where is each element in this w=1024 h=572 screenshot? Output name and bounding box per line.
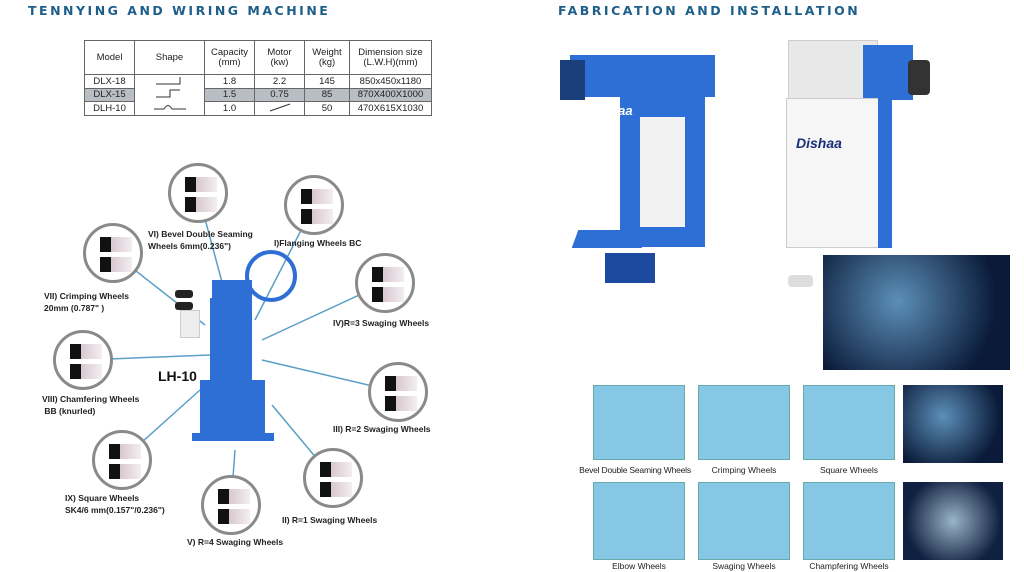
- wheel-label-r4: V) R=4 Swaging Wheels: [187, 537, 284, 547]
- wheel-closeup-photo-2: [903, 482, 1003, 560]
- spec-table: Model Shape Capacity (mm) Motor (kw) Wei…: [84, 40, 432, 116]
- wheels-set-photo: [823, 255, 1010, 370]
- table-row: DLX-15 1.5 0.75 85 870X400X1000: [84, 87, 432, 102]
- wheel-circle-r1: [303, 448, 363, 508]
- wheel-circle-r4: [201, 475, 261, 535]
- wheel-circle-r3: [355, 253, 415, 313]
- wheel-label-bevel: VI) Bevel Double Seaming Wheels 6mm(0.23…: [148, 229, 253, 251]
- wheel-circle-chamfering: [53, 330, 113, 390]
- right-section-title: FABRICATION AND INSTALLATION: [558, 3, 861, 18]
- caption-bevel: Bevel Double Seaming Wheels: [579, 465, 691, 475]
- wheel-closeup-photo-1: [903, 385, 1003, 463]
- wheel-label-chamfering: VIII) Chamfering Wheels BB (knurled): [42, 394, 140, 416]
- header-capacity: Capacity (mm): [204, 40, 255, 75]
- caption-champfering: Champfering Wheels: [809, 561, 889, 571]
- caption-elbow: Elbow Wheels: [612, 561, 666, 571]
- brand-logo: Dishaa: [590, 103, 633, 118]
- left-section-title: TENNYING AND WIRING MACHINE: [28, 3, 331, 18]
- wheel-label-flanging: I)Flanging Wheels BC: [274, 238, 362, 248]
- wheel-circle-flanging: [284, 175, 344, 235]
- caption-square: Square Wheels: [819, 465, 879, 475]
- motor-na-icon: [269, 103, 290, 111]
- diagram-crimping: [698, 385, 790, 460]
- shape-icon: [134, 88, 205, 101]
- wheel-label-r1: II) R=1 Swaging Wheels: [282, 515, 378, 525]
- wheel-label-crimping: VII) Crimping Wheels 20mm (0.787" ): [44, 291, 130, 313]
- wheel-circle-crimping: [83, 223, 143, 283]
- cell-dimension: 870X400X1000: [349, 87, 432, 102]
- caption-crimping: Crimping Wheels: [711, 465, 777, 475]
- machine-model-label: LH-10: [158, 368, 197, 384]
- diagram-elbow: [593, 482, 685, 560]
- header-shape: Shape: [134, 40, 205, 75]
- wheel-circle-r2: [368, 362, 428, 422]
- cell-weight: 50: [304, 100, 350, 116]
- cell-weight: 85: [304, 87, 350, 102]
- diagram-square: [803, 385, 895, 460]
- diagram-champfering: [803, 482, 895, 560]
- lh10-machine-image: [170, 250, 300, 450]
- machine-photo-2: Dishaa: [768, 20, 933, 290]
- table-row: DLH-10 1.0 50 470X615X1030: [84, 100, 432, 116]
- wheel-circle-bevel: [168, 163, 228, 223]
- brand-logo: Dishaa: [796, 135, 842, 151]
- wheel-label-r2: III) R=2 Swaging Wheels: [333, 424, 431, 434]
- header-weight: Weight (kg): [304, 40, 350, 75]
- machine-photo-1: Dishaa: [560, 45, 735, 290]
- cell-dimension: 470X615X1030: [349, 100, 432, 116]
- wheel-label-square: IX) Square Wheels SK4/6 mm(0.157"/0.236"…: [65, 493, 165, 515]
- wheel-label-r3: IV)R=3 Swaging Wheels: [333, 318, 430, 328]
- header-model: Model: [84, 40, 135, 75]
- diagram-bevel-double-seaming: [593, 385, 685, 460]
- diagram-swaging: [698, 482, 790, 560]
- wheel-circle-square: [92, 430, 152, 490]
- caption-swaging: Swaging Wheels: [712, 561, 776, 571]
- header-dimension: Dimension size (L.W.H)(mm): [349, 40, 432, 75]
